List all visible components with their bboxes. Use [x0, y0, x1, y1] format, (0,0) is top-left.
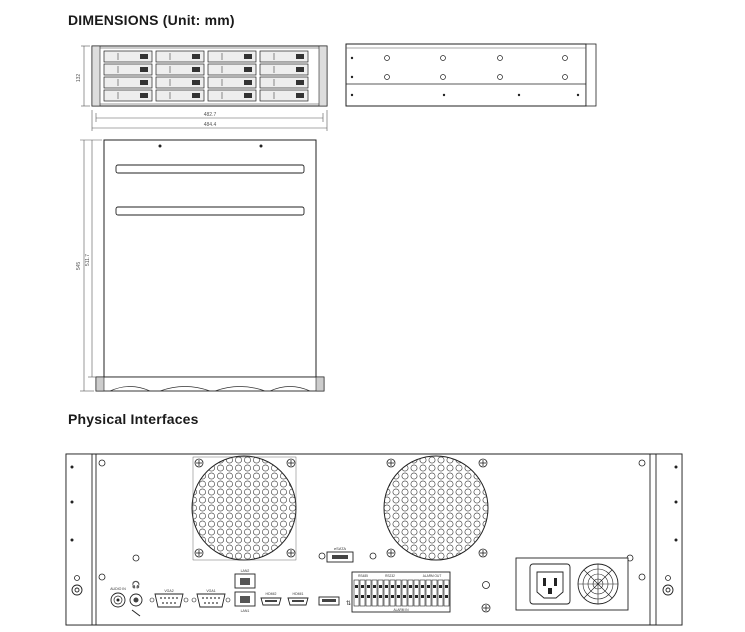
lan2-port[interactable]: LAN2 — [234, 569, 256, 589]
front-inner-width-label: 482.7 — [204, 112, 217, 118]
top-view: 545 511.7 — [76, 139, 325, 392]
vga1-port[interactable]: VGA1 — [191, 589, 231, 608]
audio-in-label: AUDIO IN — [110, 587, 126, 591]
usb-icon: ⇅ — [346, 601, 351, 607]
alarm-out-label: ALARM OUT — [423, 574, 442, 578]
ground-terminal — [481, 603, 491, 613]
fan-grille-left — [191, 455, 297, 561]
power-supply-module — [515, 557, 629, 611]
hdmi2-port[interactable]: HDMI2 — [260, 592, 282, 606]
hdmi1-label: HDMI1 — [293, 592, 304, 596]
physical-interfaces-title: Physical Interfaces — [68, 411, 199, 427]
front-outer-width-label: 484.4 — [204, 122, 217, 128]
rear-panel: eSATA AUDIO IN 🎧 VGA2 — [65, 453, 683, 626]
audio-out-port[interactable]: 🎧 — [129, 580, 143, 617]
vga1-label: VGA1 — [206, 589, 215, 593]
side-view — [345, 43, 597, 107]
esata-port[interactable]: eSATA — [326, 546, 354, 563]
drive-bays — [103, 50, 309, 102]
usb-port[interactable]: ⇅ — [318, 596, 351, 607]
lan2-label: LAN2 — [241, 569, 250, 573]
lan1-label: LAN1 — [241, 609, 250, 613]
rs485-label: RS485 — [358, 574, 368, 578]
headphone-icon: 🎧 — [132, 580, 141, 589]
dimensions-title: DIMENSIONS (Unit: mm) — [68, 12, 235, 28]
power-inlet[interactable] — [529, 563, 571, 605]
lan1-port[interactable]: LAN1 — [234, 591, 256, 613]
psu-fan-grille — [577, 563, 619, 605]
fan-grille-right — [383, 455, 489, 561]
top-depth-label-2: 511.7 — [85, 254, 91, 266]
front-view: 132 482.7 484.4 — [76, 45, 328, 131]
hdmi2-label: HDMI2 — [266, 592, 277, 596]
hdmi1-port[interactable]: HDMI1 — [287, 592, 309, 606]
top-depth-label-1: 545 — [76, 262, 82, 271]
terminal-block[interactable]: RS485 RS232 ALARM OUT ALARM IN — [351, 571, 451, 613]
rs232-label: RS232 — [385, 574, 395, 578]
vga2-label: VGA2 — [164, 589, 173, 593]
front-height-label: 132 — [76, 74, 82, 83]
esata-label: eSATA — [334, 546, 346, 551]
audio-in-port[interactable]: AUDIO IN — [110, 587, 126, 608]
alarm-in-label: ALARM IN — [393, 608, 409, 612]
vga2-port[interactable]: VGA2 — [149, 589, 189, 608]
